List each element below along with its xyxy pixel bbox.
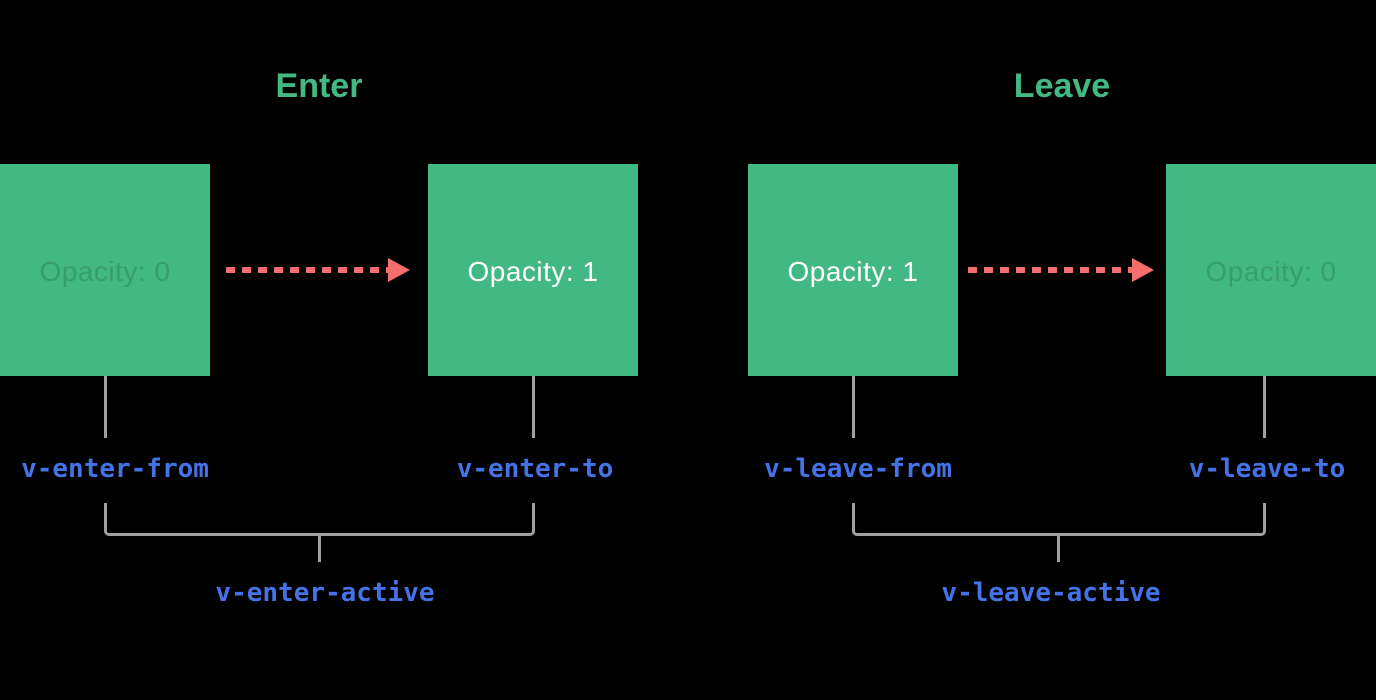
enter-from-box-label: Opacity: 0 bbox=[39, 256, 171, 287]
v-leave-active-label: v-leave-active bbox=[941, 578, 1161, 608]
enter-transition-arrow-icon bbox=[226, 258, 410, 282]
leave-to-box: Opacity: 0 bbox=[1166, 164, 1376, 376]
enter-to-box-label: Opacity: 1 bbox=[467, 256, 599, 287]
leave-from-box: Opacity: 1 bbox=[748, 164, 958, 376]
enter-active-bracket bbox=[104, 503, 535, 536]
enter-active-bracket-stub bbox=[318, 534, 321, 562]
enter-section-heading: Enter bbox=[275, 67, 363, 105]
enter-to-box: Opacity: 1 bbox=[428, 164, 638, 376]
leave-from-connector-line bbox=[852, 376, 855, 438]
leave-active-bracket bbox=[852, 503, 1266, 536]
v-enter-to-label: v-enter-to bbox=[456, 454, 614, 484]
leave-section-heading: Leave bbox=[1013, 67, 1111, 105]
v-leave-to-label: v-leave-to bbox=[1188, 454, 1346, 484]
leave-arrow-head-icon bbox=[1132, 258, 1154, 282]
leave-active-bracket-stub bbox=[1057, 534, 1060, 562]
v-leave-from-label: v-leave-from bbox=[764, 454, 952, 484]
leave-from-box-label: Opacity: 1 bbox=[787, 256, 919, 287]
v-enter-active-label: v-enter-active bbox=[215, 578, 435, 608]
leave-transition-arrow-icon bbox=[968, 258, 1154, 282]
enter-from-box: Opacity: 0 bbox=[0, 164, 210, 376]
enter-from-connector-line bbox=[104, 376, 107, 438]
leave-to-connector-line bbox=[1263, 376, 1266, 438]
leave-arrow-dashed-line bbox=[968, 267, 1132, 273]
v-enter-from-label: v-enter-from bbox=[21, 454, 209, 484]
enter-arrow-dashed-line bbox=[226, 267, 388, 273]
leave-to-box-label: Opacity: 0 bbox=[1205, 256, 1337, 287]
enter-arrow-head-icon bbox=[388, 258, 410, 282]
enter-to-connector-line bbox=[532, 376, 535, 438]
